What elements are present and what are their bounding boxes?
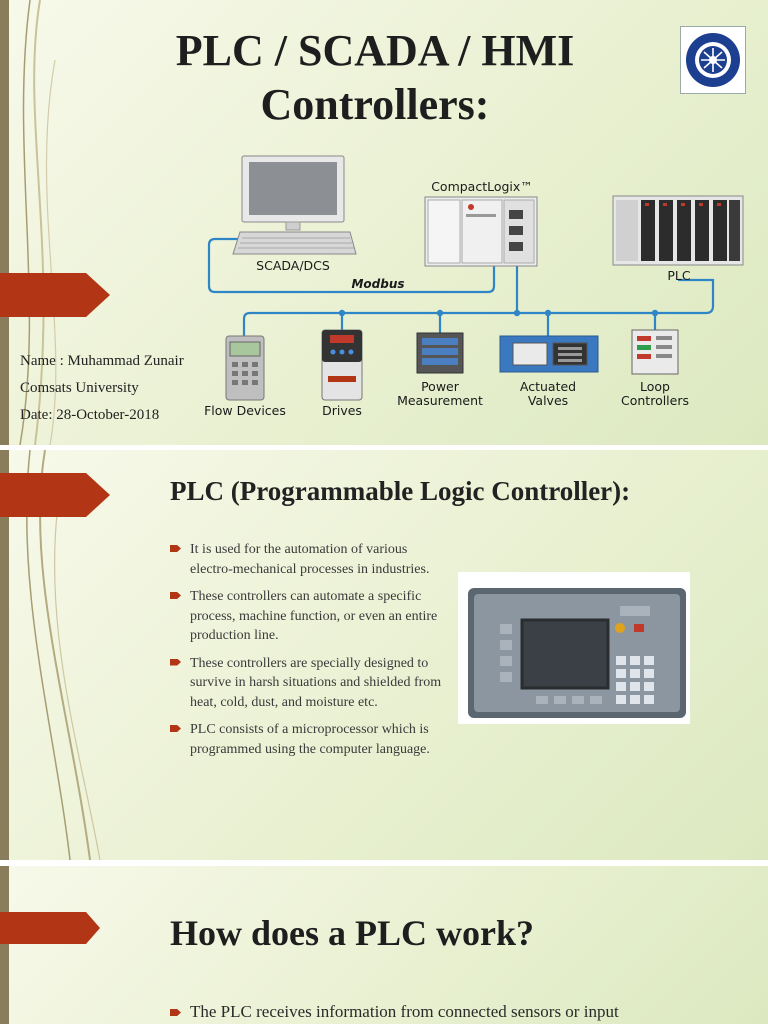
device-label-power-2: Measurement	[397, 393, 483, 408]
vine-decoration	[19, 0, 57, 445]
left-bar	[0, 0, 9, 445]
accent-arrow	[0, 912, 100, 944]
device-label-loop-2: Controllers	[621, 393, 689, 408]
modbus-label: Modbus	[351, 277, 404, 291]
compactlogix-controller-icon	[424, 196, 538, 267]
device-label-valves-1: Actuated	[520, 379, 576, 394]
university-name: Comsats University	[20, 380, 139, 396]
plc-rack-icon	[612, 195, 744, 266]
left-bar	[0, 866, 9, 1024]
slide-title: PLC (Programmable Logic Controller):	[170, 476, 631, 506]
drive-icon	[321, 329, 363, 401]
list-item: It is used for the automation of various…	[170, 540, 442, 579]
network-lines	[207, 230, 715, 338]
bullet-arrow-icon	[170, 725, 181, 732]
device-label-drives: Drives	[322, 403, 362, 418]
author-name: Name : Muhammad Zunair	[20, 353, 184, 369]
device-label-loop-1: Loop	[640, 379, 670, 394]
plc-hmi-panel-icon	[468, 588, 686, 718]
compactlogix-label: CompactLogix™	[431, 179, 533, 194]
university-logo	[680, 26, 746, 94]
slide-title: PLC / SCADA / HMI Controllers:	[175, 26, 575, 129]
accent-arrow	[0, 273, 110, 317]
device-label-power-1: Power	[421, 379, 460, 394]
slide-2: PLC (Programmable Logic Controller): It …	[0, 450, 768, 860]
list-item: These controllers can automate a specifi…	[170, 587, 442, 646]
scada-label: SCADA/DCS	[256, 258, 330, 273]
list-item: These controllers are specially designed…	[170, 654, 442, 713]
scada-computer-icon	[232, 155, 357, 255]
slide-3: How does a PLC work? The PLC receives in…	[0, 866, 768, 1024]
flow-device-icon	[225, 335, 265, 401]
list-item: The PLC receives information from connec…	[170, 1002, 619, 1022]
presentation-date: Date: 28-October-2018	[20, 407, 160, 423]
left-bar	[0, 450, 9, 860]
device-label-flow: Flow Devices	[204, 403, 286, 418]
bullet-list: It is used for the automation of various…	[170, 540, 442, 767]
network-diagram: SCADA/DCS CompactLogix™ PLC M	[204, 155, 744, 418]
bullet-arrow-icon	[170, 545, 181, 552]
plc-image-frame	[458, 572, 690, 724]
loop-controller-icon	[631, 329, 679, 375]
accent-arrow	[0, 473, 110, 517]
slide-title: How does a PLC work?	[170, 913, 535, 953]
actuated-valve-icon	[499, 335, 599, 373]
bullet-arrow-icon	[170, 1009, 181, 1016]
university-seal-icon	[686, 33, 740, 87]
power-meter-icon	[416, 332, 464, 374]
device-label-valves-2: Valves	[528, 393, 568, 408]
slide-1: PLC / SCADA / HMI Controllers: Name : Mu…	[0, 0, 768, 445]
bullet-arrow-icon	[170, 658, 181, 666]
plc-label: PLC	[667, 268, 691, 283]
list-item: PLC consists of a microprocessor which i…	[170, 720, 442, 759]
bullet-arrow-icon	[170, 592, 181, 599]
